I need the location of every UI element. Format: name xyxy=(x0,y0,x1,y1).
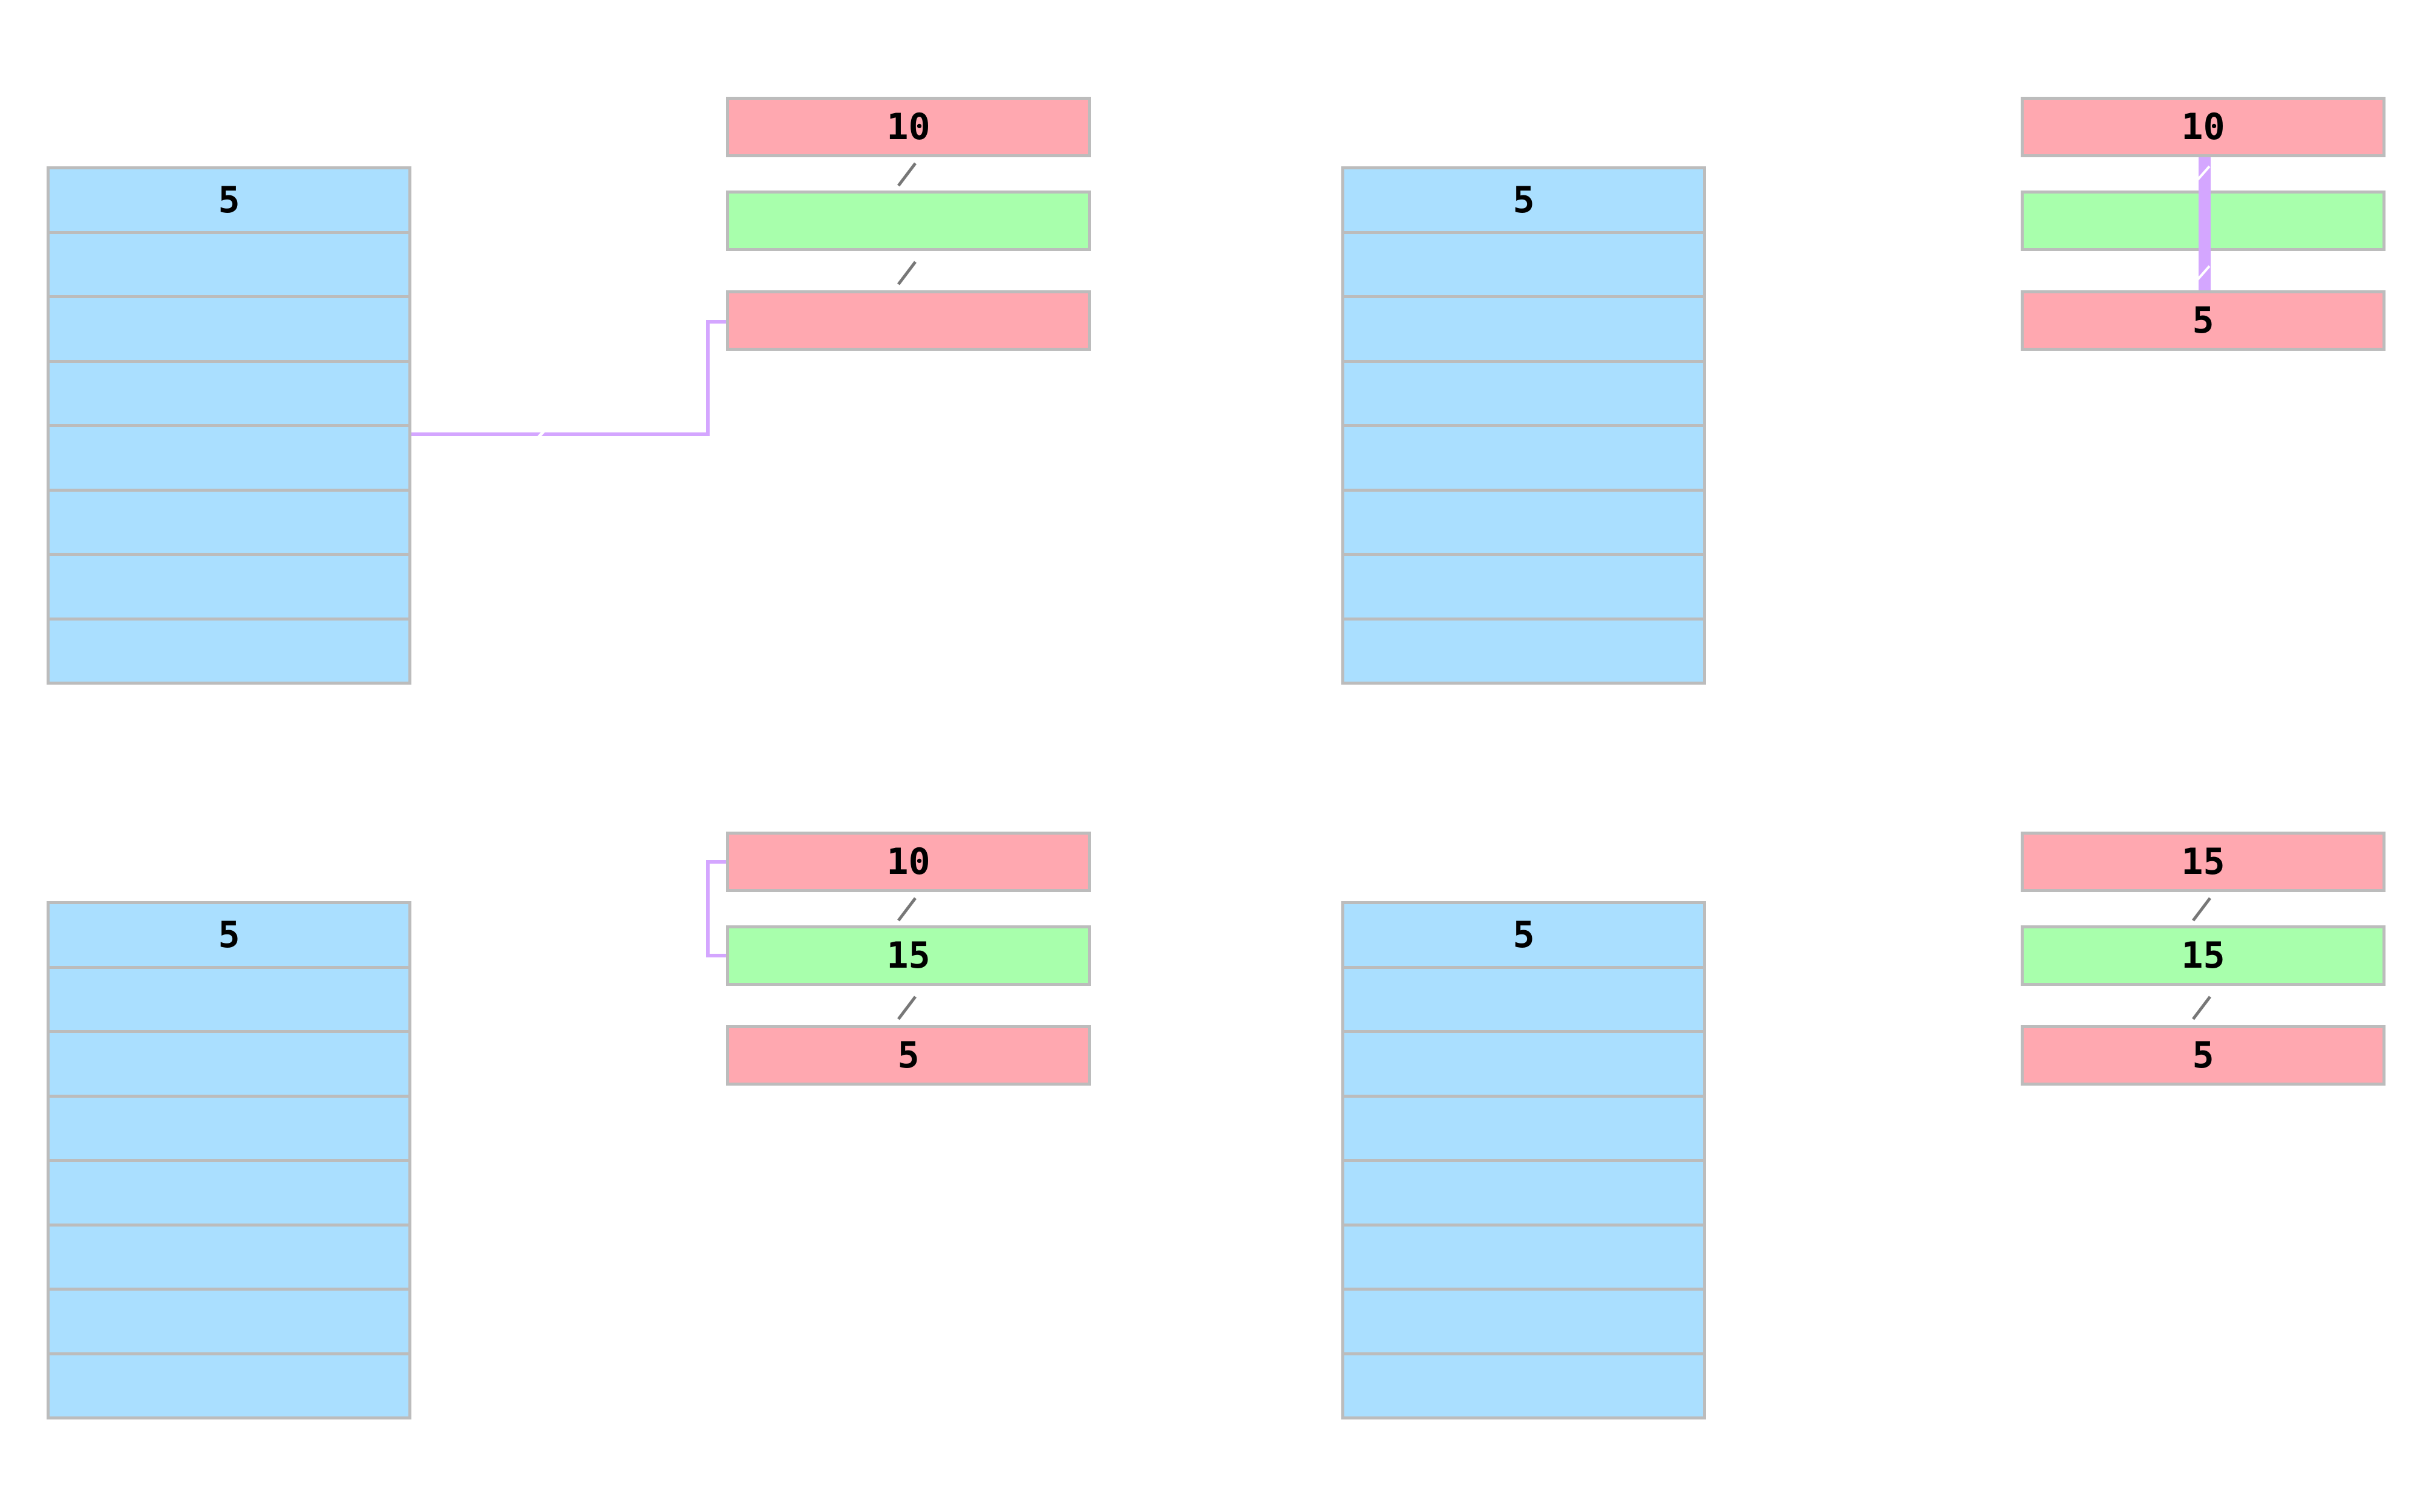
stack-slot-7 xyxy=(50,556,408,621)
stack-slot-7 xyxy=(1344,556,1703,621)
panel-step-4: 5 15 15 5 xyxy=(1295,735,2420,1470)
stack-slot-3 xyxy=(1344,1033,1703,1098)
stack-slot-1: 5 xyxy=(50,169,408,234)
stack-slot-2 xyxy=(1344,969,1703,1033)
stack-slot-1: 5 xyxy=(1344,169,1703,234)
slash-mark xyxy=(897,162,917,187)
stack-slot-5 xyxy=(50,427,408,492)
stack-slot-6 xyxy=(50,1227,408,1291)
connector-tick xyxy=(537,430,545,439)
panel-overlay xyxy=(706,860,917,1020)
slash-mark xyxy=(2192,996,2211,1020)
slash-mark xyxy=(897,996,917,1020)
stack-slot-6 xyxy=(1344,492,1703,556)
stack-slot-4 xyxy=(1344,363,1703,427)
stack-slot-7 xyxy=(1344,1291,1703,1355)
stack-slot-1: 5 xyxy=(1344,904,1703,969)
register-bottom: 5 xyxy=(726,1025,1091,1086)
stack-column: 5 xyxy=(47,901,411,1419)
slash-mark xyxy=(2192,897,2211,922)
register-bottom xyxy=(726,290,1091,351)
stack-column: 5 xyxy=(1341,901,1706,1419)
stack-slot-1: 5 xyxy=(50,904,408,969)
stack-slot-7 xyxy=(50,1291,408,1355)
stack-slot-2 xyxy=(1344,234,1703,298)
stack-slot-5 xyxy=(1344,1162,1703,1227)
register-middle: 15 xyxy=(726,925,1091,986)
slash-mark xyxy=(897,897,917,922)
stack-column: 5 xyxy=(47,166,411,685)
register-bottom: 5 xyxy=(2021,1025,2386,1086)
panel-step-2: 5 10 5 xyxy=(1295,0,2420,735)
register-top: 10 xyxy=(726,832,1091,892)
register-middle xyxy=(726,191,1091,251)
stack-slot-6 xyxy=(50,492,408,556)
stack-slot-3 xyxy=(1344,298,1703,363)
register-top: 10 xyxy=(726,97,1091,157)
stack-slot-4 xyxy=(1344,1098,1703,1162)
slash-mark xyxy=(2195,265,2211,282)
stack-slot-3 xyxy=(50,298,408,363)
stack-slot-6 xyxy=(1344,1227,1703,1291)
register-middle: 15 xyxy=(2021,925,2386,986)
stack-slot-4 xyxy=(50,363,408,427)
panel-overlay xyxy=(2195,157,2211,290)
panel-step-3: 5 10 15 5 xyxy=(0,735,1210,1470)
stack-column: 5 xyxy=(1341,166,1706,685)
stack-slot-2 xyxy=(50,234,408,298)
stack-slot-3 xyxy=(50,1033,408,1098)
connector-line xyxy=(411,320,726,436)
panel-step-1: 5 10 xyxy=(0,0,1210,735)
panel-overlay xyxy=(2192,897,2211,1020)
stack-slot-2 xyxy=(50,969,408,1033)
register-bottom: 5 xyxy=(2021,290,2386,351)
stack-slot-5 xyxy=(50,1162,408,1227)
register-top: 15 xyxy=(2021,832,2386,892)
stack-slot-5 xyxy=(1344,427,1703,492)
slash-mark xyxy=(2195,165,2211,183)
register-top: 10 xyxy=(2021,97,2386,157)
panel-overlay xyxy=(411,162,917,439)
slash-mark xyxy=(897,261,917,285)
stack-slot-4 xyxy=(50,1098,408,1162)
connector-line xyxy=(706,860,726,957)
